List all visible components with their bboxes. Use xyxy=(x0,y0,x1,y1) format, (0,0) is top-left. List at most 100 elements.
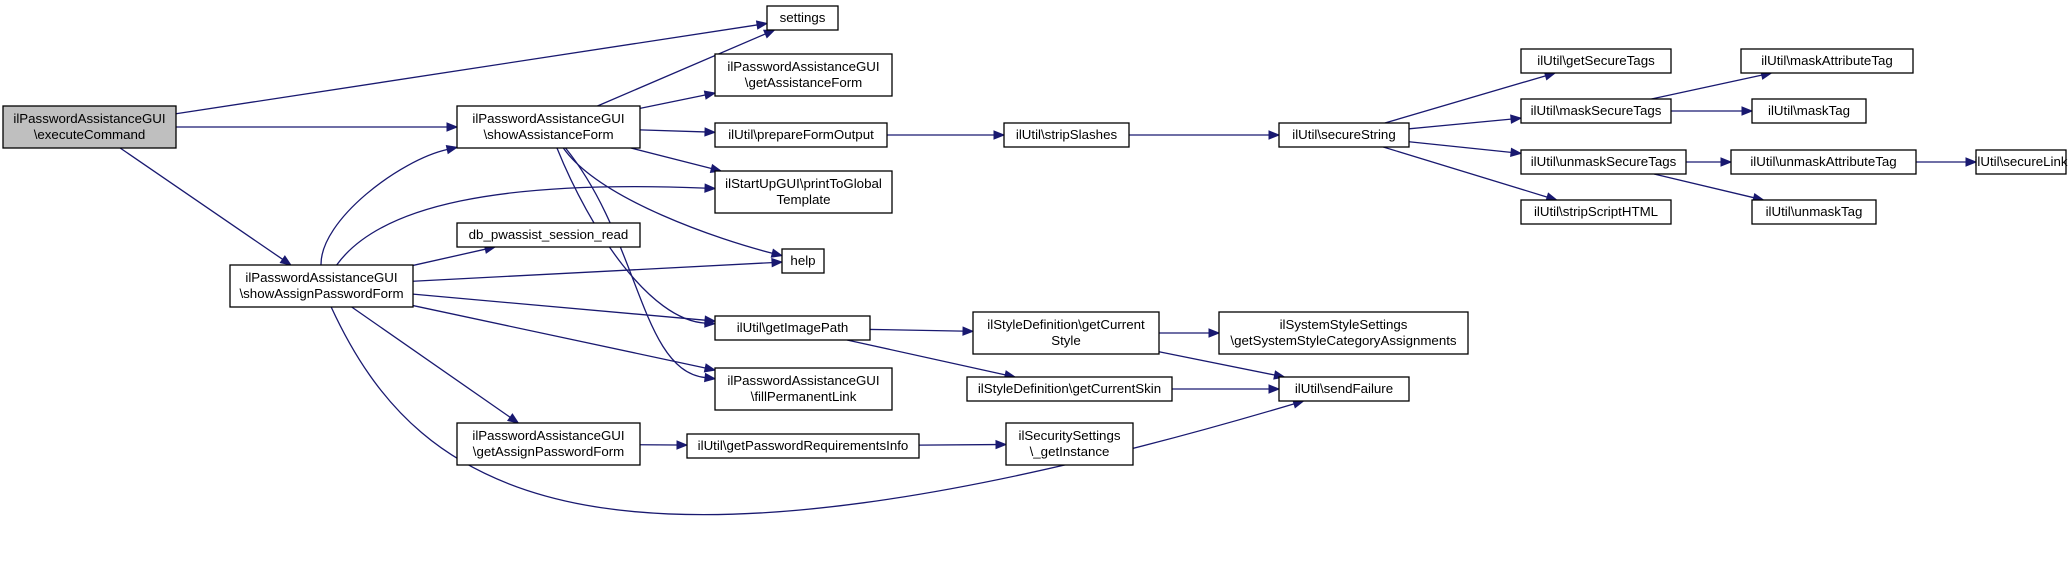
node-label: ilUtil\getImagePath xyxy=(737,320,849,335)
node-box xyxy=(2,105,177,149)
node-box xyxy=(456,422,641,466)
node-ilpasswordassistancegui-showassignpasswordform[interactable]: ilPasswordAssistanceGUI\showAssignPasswo… xyxy=(229,264,414,308)
node-ilutil-sendfailure[interactable]: ilUtil\sendFailure xyxy=(1278,376,1410,402)
edge-arrowhead xyxy=(445,144,459,155)
node-ilutil-unmasksecuretags[interactable]: ilUtil\unmaskSecureTags xyxy=(1520,149,1687,175)
node-ilutil-masktag[interactable]: ilUtil\maskTag xyxy=(1751,98,1867,124)
edge-showAssign-to-dbSess xyxy=(412,244,497,267)
edge-showAssign-to-help xyxy=(412,257,784,282)
edge-showAssist-to-printGlobal xyxy=(630,147,723,173)
node-ilpasswordassistancegui-executecommand[interactable]: ilPasswordAssistanceGUI\executeCommand xyxy=(2,105,177,149)
edge-maskSecTags-to-maskAttr xyxy=(1651,70,1773,100)
edge-arrowhead xyxy=(704,127,717,137)
node-box xyxy=(1520,149,1687,175)
edge-line xyxy=(918,443,997,446)
node-box xyxy=(229,264,414,308)
edge-styleGetCurSkin-to-sendFail xyxy=(1172,384,1281,394)
node-box xyxy=(1278,122,1410,148)
edge-showAssist-to-help xyxy=(562,147,784,258)
node-ilutil-unmasktag[interactable]: ilUtil\unmaskTag xyxy=(1751,199,1877,225)
edge-unmaskSecTags-to-unmaskAttr xyxy=(1686,157,1733,167)
node-help[interactable]: help xyxy=(781,248,825,274)
node-ilstyledefinition-getcurrentskin[interactable]: ilStyleDefinition\getCurrentSkin xyxy=(966,376,1173,402)
edge-getImgPath-to-styleGetCurStyle xyxy=(869,326,975,336)
edge-unmaskAttr-to-secLink xyxy=(1916,157,1978,167)
edge-line xyxy=(351,306,511,418)
edge-execCmd-to-showAssign xyxy=(119,147,292,266)
node-label: ilStyleDefinition\getCurrent xyxy=(987,317,1145,332)
edge-line xyxy=(1653,173,1754,199)
edge-secString-to-getSecTags xyxy=(1384,71,1557,124)
node-label: \showAssistanceForm xyxy=(483,127,613,142)
node-ilpasswordassistancegui-getassignpasswordform[interactable]: ilPasswordAssistanceGUI\getAssignPasswor… xyxy=(456,422,641,466)
node-box xyxy=(714,367,893,411)
edge-line xyxy=(1651,74,1762,100)
node-ilpasswordassistancegui-getassistanceform[interactable]: ilPasswordAssistanceGUI\getAssistanceFor… xyxy=(714,53,893,97)
node-box xyxy=(1740,48,1914,74)
node-db-pwassist-session-read[interactable]: db_pwassist_session_read xyxy=(456,222,641,248)
node-ilpasswordassistancegui-fillpermanentlink[interactable]: ilPasswordAssistanceGUI\fillPermanentLin… xyxy=(714,367,893,411)
edge-line xyxy=(639,129,706,133)
node-label: ilUtil\maskAttributeTag xyxy=(1761,53,1893,68)
edge-maskSecTags-to-maskTag xyxy=(1671,106,1754,116)
edge-showAssist-to-fillPerm xyxy=(564,147,717,383)
node-label: \_getInstance xyxy=(1030,444,1110,459)
node-box xyxy=(1520,98,1672,124)
node-ilutil-getpasswordrequirementsinfo[interactable]: ilUtil\getPasswordRequirementsInfo xyxy=(686,433,920,459)
edge-secString-to-unmaskSecTags xyxy=(1408,141,1523,158)
edge-line xyxy=(412,261,773,282)
edge-stripSlashes-to-secString xyxy=(1129,130,1281,140)
node-settings[interactable]: settings xyxy=(766,5,839,31)
node-label: \getSystemStyleCategoryAssignments xyxy=(1230,333,1456,348)
edge-line xyxy=(1384,75,1546,124)
node-label: ilUtil\secureString xyxy=(1292,127,1395,142)
edge-line xyxy=(1408,141,1512,154)
node-ilutil-masksecuretags[interactable]: ilUtil\maskSecureTags xyxy=(1520,98,1672,124)
edge-line xyxy=(412,304,706,369)
node-label: ilPasswordAssistanceGUI xyxy=(472,111,624,126)
edge-line xyxy=(1383,146,1548,198)
node-label: ilUtil\unmaskTag xyxy=(1766,204,1863,219)
node-ilsecuritysettings-getinstance[interactable]: ilSecuritySettings\_getInstance xyxy=(1005,422,1134,466)
node-ilutil-unmaskattributetag[interactable]: ilUtil\unmaskAttributeTag xyxy=(1730,149,1917,175)
node-label: Template xyxy=(777,192,831,207)
node-box xyxy=(1005,422,1134,466)
edge-prepFormOut-to-stripSlashes xyxy=(887,130,1006,140)
edge-showAssign-to-printGlobal xyxy=(336,183,717,266)
node-ilutil-securestring[interactable]: ilUtil\secureString xyxy=(1278,122,1410,148)
edge-arrowhead xyxy=(446,122,459,132)
node-label: \getAssignPasswordForm xyxy=(473,444,625,459)
node-ilutil-maskattributetag[interactable]: ilUtil\maskAttributeTag xyxy=(1740,48,1914,74)
node-ilpasswordassistancegui-showassistanceform[interactable]: ilPasswordAssistanceGUI\showAssistanceFo… xyxy=(456,105,641,149)
call-graph-nodes: ilPasswordAssistanceGUI\executeCommand se… xyxy=(2,5,2068,466)
edge-arrowhead xyxy=(703,90,717,100)
edge-line xyxy=(320,148,448,266)
node-label: ilUtil\secureLink xyxy=(1974,154,2067,169)
edge-arrowhead xyxy=(755,20,769,30)
edge-arrowhead xyxy=(704,183,717,193)
node-ilutil-getimagepath[interactable]: ilUtil\getImagePath xyxy=(714,315,871,341)
edge-arrowhead xyxy=(1720,157,1733,167)
node-ilutil-prepareformoutput[interactable]: ilUtil\prepareFormOutput xyxy=(714,122,888,148)
node-label: ilUtil\getPasswordRequirementsInfo xyxy=(698,438,909,453)
node-box xyxy=(1520,48,1672,74)
node-ilutil-getsecuretags[interactable]: ilUtil\getSecureTags xyxy=(1520,48,1672,74)
edge-arrowhead xyxy=(993,130,1006,140)
edge-secString-to-maskSecTags xyxy=(1408,114,1523,130)
edge-getAssignForm-to-getPwReq xyxy=(639,440,689,450)
node-ilutil-stripscripthtml[interactable]: ilUtil\stripScriptHTML xyxy=(1520,199,1672,225)
edge-arrowhead xyxy=(704,315,717,325)
edge-line xyxy=(630,147,712,170)
node-ilutil-stripslashes[interactable]: ilUtil\stripSlashes xyxy=(1003,122,1130,148)
edge-arrowhead xyxy=(1268,130,1281,140)
node-label: ilStyleDefinition\getCurrentSkin xyxy=(978,381,1161,396)
edge-line xyxy=(119,147,283,260)
edge-unmaskSecTags-to-unmaskTag xyxy=(1653,173,1765,203)
edge-arrowhead xyxy=(763,29,776,39)
node-ilutil-securelink[interactable]: ilUtil\secureLink xyxy=(1974,149,2068,175)
node-label: ilUtil\stripScriptHTML xyxy=(1534,204,1658,219)
node-ilsystemstylesettings-getsystemstylecategoryassignments[interactable]: ilSystemStyleSettings\getSystemStyleCate… xyxy=(1218,311,1469,355)
